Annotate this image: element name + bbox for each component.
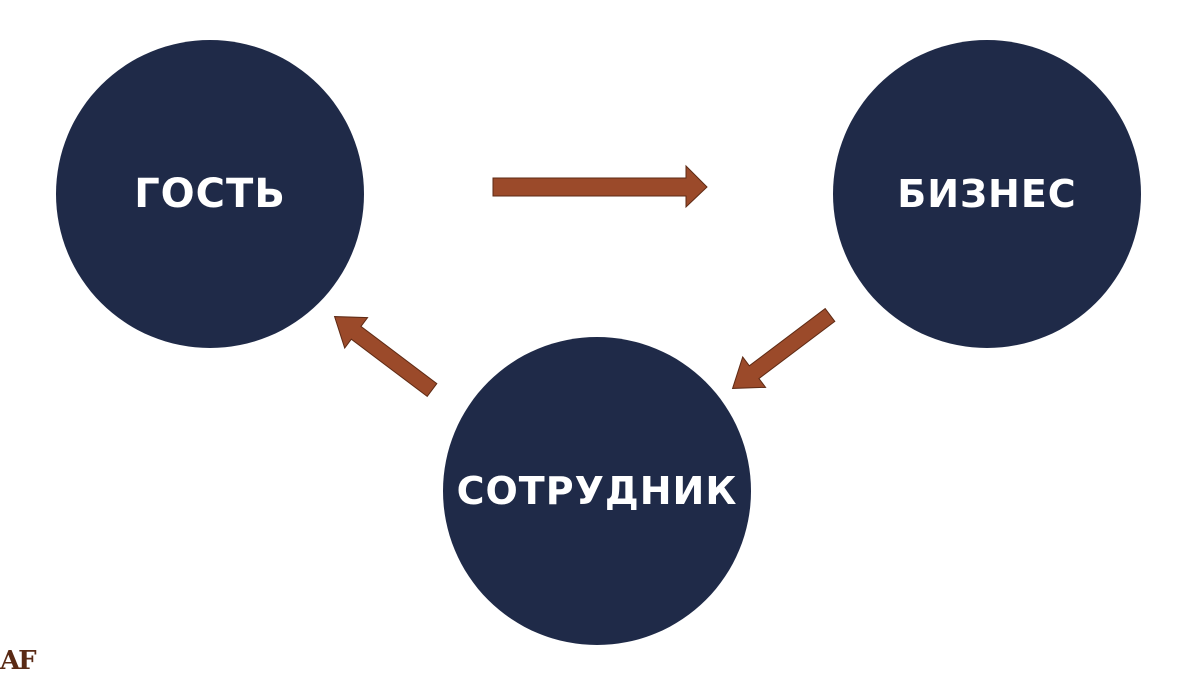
node-employee-label: СОТРУДНИК bbox=[456, 469, 738, 513]
node-business: БИЗНЕС bbox=[833, 40, 1141, 348]
arrow-business-to-employee-icon bbox=[731, 307, 836, 389]
node-employee: СОТРУДНИК bbox=[443, 337, 751, 645]
node-guest-label: ГОСТЬ bbox=[134, 171, 286, 217]
node-guest: ГОСТЬ bbox=[56, 40, 364, 348]
arrow-guest-to-business-icon bbox=[492, 164, 708, 209]
arrow-employee-to-guest-icon bbox=[333, 316, 438, 398]
brand-logo: AF bbox=[0, 646, 37, 675]
node-business-label: БИЗНЕС bbox=[897, 172, 1077, 216]
